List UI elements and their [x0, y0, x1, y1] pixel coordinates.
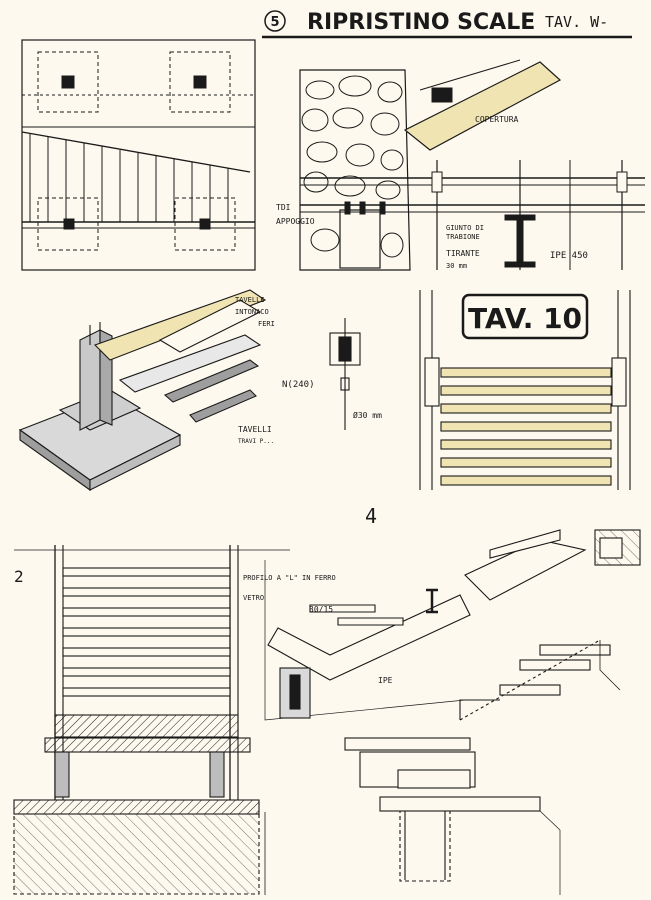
label-vetro: VETRO: [243, 594, 264, 602]
label-appoggio: APPOGGIO: [276, 217, 315, 226]
label-tirante-size: 30 mm: [446, 262, 467, 270]
label-n240: N(240): [282, 380, 315, 390]
isometric-detail-drawing: [18, 289, 267, 492]
stair-elevation-drawing: [13, 545, 290, 895]
sheet-number: 5: [270, 15, 279, 30]
sheet-header: 5 RIPRISTINO SCALE TAV. W-: [262, 10, 632, 39]
label-ipe: IPE: [378, 676, 393, 685]
label-travi: TRAVI P...: [238, 438, 274, 445]
label-giunto-2: TRABIONE: [446, 233, 480, 241]
stair-section-drawing: [264, 529, 641, 895]
tav-reference: TAV. W-: [545, 13, 608, 31]
tav-10-stamp: TAV. 10: [461, 293, 589, 340]
sheet-title: RIPRISTINO SCALE: [307, 10, 535, 35]
tav-10-label: TAV. 10: [468, 302, 582, 335]
panel-number-bottom-left: 2: [14, 567, 24, 586]
label-intonaco: INTONACO: [235, 308, 269, 316]
isometric-labels: TAVELLE INTONACO FERI TAVELLI TRAVI P...: [235, 296, 275, 445]
label-ferro: FERI: [258, 320, 275, 328]
label-tirante: TIRANTE: [446, 249, 480, 258]
label-copertura: COPERTURA: [475, 115, 519, 124]
plan-elevation-drawing: [21, 39, 256, 271]
bolt-detail-drawing: [329, 318, 361, 430]
label-dim-30-15: 30/15: [309, 605, 333, 614]
label-diameter-30: Ø30 mm: [353, 410, 382, 420]
label-ipe450: IPE 450: [550, 251, 588, 261]
wall-section-labels: COPERTURA TDI APPOGGIO GIUNTO DI TRABION…: [276, 115, 588, 270]
label-giunto: GIUNTO DI: [446, 224, 484, 232]
label-profilo-l: PROFILO A "L" IN FERRO: [243, 574, 336, 582]
label-tdi: TDI: [276, 203, 291, 212]
wall-section-drawing: [299, 59, 645, 271]
stair-plan-drawing: [419, 290, 631, 490]
label-tavelle-bottom: TAVELLI: [238, 425, 272, 434]
panel-number-middle: 4: [365, 504, 377, 528]
number-circle: [264, 10, 286, 32]
label-tavelle-top: TAVELLE: [235, 296, 265, 304]
